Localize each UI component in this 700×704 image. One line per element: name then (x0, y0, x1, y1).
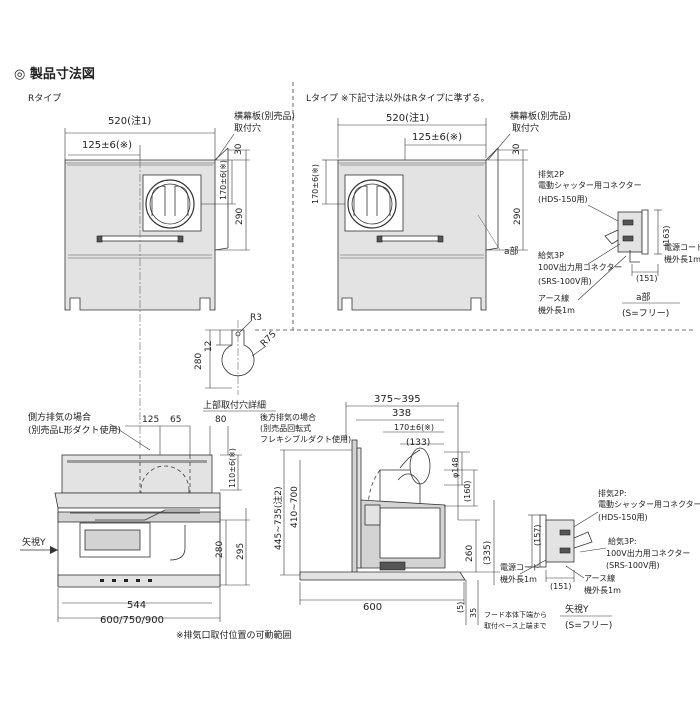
hole-caption: 上部取付穴詳細 (203, 399, 266, 411)
side-rear-3: フレキシブルダクト使用) (260, 434, 351, 444)
y-supply-title: 給気3P: (608, 536, 637, 546)
a-scale-label: (S=フリー) (622, 309, 669, 319)
l-type-label: Lタイプ ※下記寸法以外はRタイプに準ずる。 (306, 92, 490, 104)
l-a-label: a部 (504, 245, 519, 257)
front-d280: 280 (215, 541, 225, 558)
l-dim-top: 30 (512, 143, 522, 155)
side-base-2: 取付ベース上端まで (484, 621, 547, 630)
a-part-label: a部 (636, 291, 651, 303)
hole-r75: R75 (259, 330, 279, 350)
y-power-line2: 機外長1m (500, 574, 537, 584)
l-dim-width: 520(注1) (386, 111, 429, 124)
side-d375: 375~395 (374, 394, 421, 405)
side-d410: 410~700 (290, 486, 300, 528)
y-dim-157: (157) (533, 524, 542, 546)
r-note-panel: 横幕板(別売品) (234, 110, 295, 122)
r-dim-top: 30 (234, 143, 244, 155)
front-d295: 295 (236, 543, 246, 560)
a-exhaust-title: 排気2P (538, 169, 564, 179)
y-power-line1: 電源コード (500, 563, 540, 572)
front-view: 側方排気の場合 (別売品L形ダクト使用) 125 65 80 (20, 411, 292, 641)
side-rear-1: 後方排気の場合 (260, 412, 316, 422)
r-dim-height: 290 (235, 208, 245, 225)
a-supply-text: 100V出力用コネクター (538, 262, 622, 272)
side-base-1: フード本体下端から (484, 610, 547, 619)
y-supply-model: (SRS-100V用) (606, 561, 660, 570)
a-power-line1: 電源コード (664, 243, 700, 252)
front-d600: 600/750/900 (100, 615, 164, 626)
mounting-hole-detail: 12 280 R3 R75 上部取付穴詳細 (194, 313, 279, 412)
a-exhaust-model: (HDS-150用) (538, 195, 588, 204)
front-d65: 65 (170, 415, 181, 425)
front-d80: 80 (215, 415, 227, 425)
y-earth-line1: アース線 (584, 573, 615, 583)
a-supply-model: (SRS-100V用) (538, 277, 592, 286)
y-exhaust-text: 電動シャッター用コネクター (598, 500, 700, 509)
side-d133: (133) (406, 438, 430, 448)
side-d445: 445~735(注2) (272, 486, 284, 550)
front-side-exhaust-1: 側方排気の場合 (28, 411, 91, 423)
a-dim-163: (163) (662, 225, 671, 247)
r-dim-center: 170±6(※) (219, 160, 228, 200)
l-note-panel: 横幕板(別売品) (510, 110, 571, 122)
r-type-top-view: Rタイプ 520(注1) 125±6(※) 3 (28, 93, 295, 450)
front-side-exhaust-2: (別売品L形ダクト使用) (28, 424, 121, 436)
front-footnote: ※排気口取付位置の可動範囲 (176, 629, 292, 641)
a-earth-line1: アース線 (538, 293, 569, 303)
front-view-y: 矢視Y (22, 536, 46, 548)
a-power-line2: 機外長1m (664, 254, 700, 264)
side-d335: (335) (483, 541, 493, 565)
side-rear-2: (別売品回転式 (260, 423, 311, 433)
y-exhaust-model: (HDS-150用) (598, 513, 648, 522)
side-d160: (160) (463, 480, 472, 502)
a-earth-line2: 機外長1m (538, 305, 575, 315)
y-scale-label: (S=フリー) (565, 621, 612, 631)
side-d148: φ148 (451, 457, 460, 478)
r-dim-offset: 125±6(※) (82, 140, 132, 151)
hole-d12: 12 (204, 341, 214, 352)
r-type-label: Rタイプ (28, 93, 61, 104)
a-dim-151: (151) (636, 274, 658, 283)
detail-a-l: 排気2P 電動シャッター用コネクター (HDS-150用) (163) (151… (538, 169, 700, 319)
front-d110: 110±6(※) (228, 448, 237, 488)
side-d35: 35 (469, 608, 478, 618)
page-title: ◎ 製品寸法図 (14, 66, 95, 82)
a-exhaust-text: 電動シャッター用コネクター (538, 181, 642, 190)
y-exhaust-title: 排気2P: (598, 488, 627, 498)
hole-r3: R3 (250, 313, 262, 323)
l-dim-offset: 125±6(※) (412, 132, 462, 143)
l-type-top-view: Lタイプ ※下記寸法以外はRタイプに準ずる。 520(注1) 125±6(※) … (255, 82, 695, 331)
side-d338: 338 (392, 408, 411, 419)
front-d125: 125 (142, 415, 159, 425)
y-supply-text: 100V出力用コネクター (606, 548, 690, 558)
y-dim-151: (151) (550, 582, 572, 591)
l-dim-height: 290 (513, 208, 523, 225)
r-dim-width: 520(注1) (108, 114, 151, 127)
side-view: 375~395 338 170±6(※) (133) 後方排気の場合 (別売品回… (260, 394, 547, 630)
hole-d280: 280 (194, 353, 204, 370)
y-view-label: 矢視Y (565, 603, 589, 615)
y-earth-line2: 機外長1m (584, 585, 621, 595)
detail-y: 排気2P: 電動シャッター用コネクター (HDS-150用) (157) 給気3… (500, 488, 700, 631)
side-d5: (5) (456, 602, 465, 613)
side-d260: 260 (465, 545, 475, 562)
l-note-hole: 取付穴 (512, 122, 539, 134)
side-d170: 170±6(※) (394, 423, 434, 432)
l-dim-center: 170±6(※) (311, 164, 320, 204)
r-note-hole: 取付穴 (234, 122, 261, 134)
front-d544: 544 (127, 600, 146, 611)
side-d600: 600 (363, 602, 382, 613)
a-supply-title: 給気3P (538, 250, 564, 260)
